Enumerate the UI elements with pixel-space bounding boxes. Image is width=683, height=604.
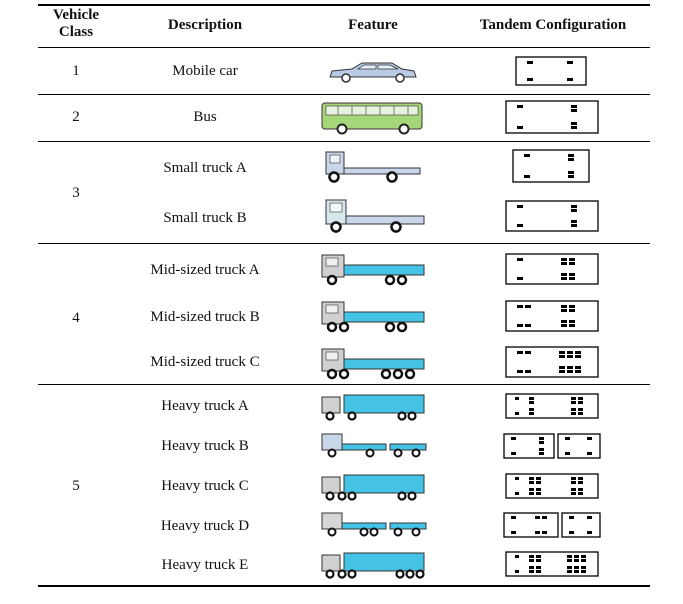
tandem-diagram [515, 56, 587, 86]
tandem-diagram [512, 149, 590, 183]
class-2-bottom-rule [38, 141, 650, 142]
bus-icon [321, 102, 423, 135]
heavy-truck-icon [321, 474, 425, 501]
vehicle-description: Mid-sized truck C [150, 354, 260, 370]
tandem-diagram [505, 100, 599, 134]
header-vehicle-class: Vehicle Class [52, 7, 100, 40]
vehicle-description: Small truck A [163, 160, 247, 176]
vehicle-description: Small truck B [163, 210, 247, 226]
class-label: 2 [72, 109, 80, 125]
heavy-truck-icon [321, 552, 425, 579]
header-description: Description [167, 17, 243, 33]
header-tandem-configuration: Tandem Configuration [479, 17, 627, 33]
class-label: 3 [72, 185, 80, 201]
tandem-diagram [503, 433, 601, 459]
vehicle-description: Heavy truck D [160, 518, 250, 534]
truck-trailer-icon [321, 512, 427, 537]
tandem-diagram [505, 551, 599, 577]
vehicle-description: Bus [193, 109, 217, 125]
small-truck-icon [325, 199, 425, 233]
tandem-diagram [505, 253, 599, 285]
tandem-diagram [505, 300, 599, 332]
vehicle-description: Mid-sized truck A [150, 262, 260, 278]
table-top-rule [38, 4, 650, 6]
class-label: 5 [72, 478, 80, 494]
header-bottom-rule [38, 47, 650, 48]
vehicle-description: Heavy truck A [161, 398, 249, 414]
small-truck-icon [325, 151, 421, 183]
mid-truck-icon [321, 301, 425, 333]
tandem-diagram [505, 473, 599, 499]
class-1-bottom-rule [38, 94, 650, 95]
vehicle-description: Heavy truck B [161, 438, 249, 454]
class-3-bottom-rule [38, 243, 650, 244]
mid-truck-icon [321, 254, 425, 286]
tandem-diagram [505, 200, 599, 232]
mid-truck-icon [321, 348, 425, 380]
heavy-truck-icon [321, 394, 425, 421]
vehicle-description: Heavy truck C [161, 478, 249, 494]
header-feature: Feature [348, 17, 398, 33]
vehicle-description: Mid-sized truck B [150, 309, 260, 325]
vehicle-description: Mobile car [172, 63, 238, 79]
class-label: 1 [72, 63, 80, 79]
tandem-diagram [505, 393, 599, 419]
class-4-bottom-rule [38, 384, 650, 385]
tandem-diagram [505, 346, 599, 378]
car-icon [329, 62, 417, 83]
truck-trailer-icon [321, 433, 427, 458]
vehicle-description: Heavy truck E [161, 557, 249, 573]
tandem-diagram [503, 512, 601, 538]
table-bottom-rule [38, 585, 650, 587]
class-label: 4 [72, 310, 80, 326]
